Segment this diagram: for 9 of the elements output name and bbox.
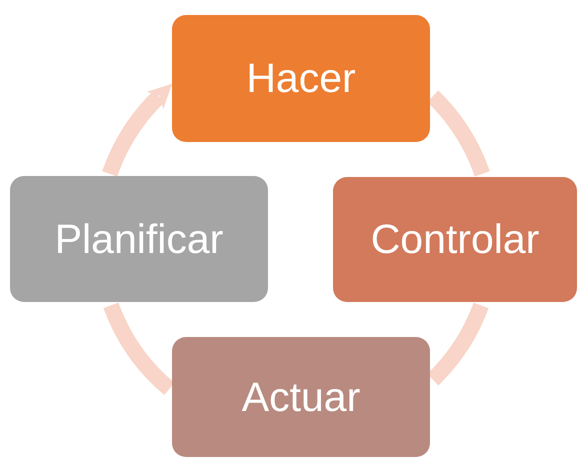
step-label: Hacer — [246, 55, 356, 102]
step-label: Planificar — [54, 216, 224, 262]
step-label: Controlar — [370, 216, 540, 263]
process-box — [172, 15, 430, 142]
step-label: Actuar — [242, 374, 360, 420]
process-box — [172, 337, 430, 457]
process-box — [333, 177, 577, 302]
cycle-arrow — [102, 83, 172, 177]
process-box — [10, 176, 268, 302]
